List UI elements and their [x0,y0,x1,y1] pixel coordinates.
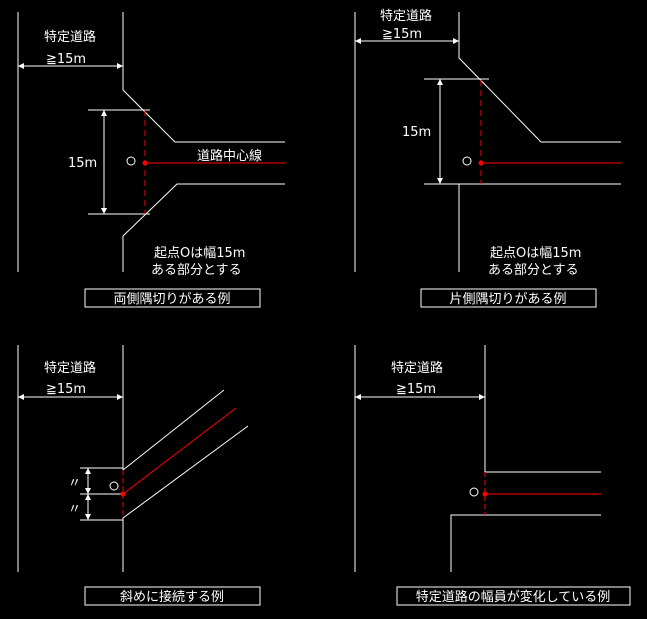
origin-marker [462,156,472,166]
dimension-label: 15m [402,125,431,140]
road-label: 特定道路 [380,8,432,24]
centerline-label: 道路中心線 [197,148,262,164]
width-label: ≧15m [382,27,422,42]
road-label: 特定道路 [391,360,443,376]
panel-varying-width: 特定道路 ≧15m 特定道路の幅員が変化している例 [354,345,631,606]
origin-marker [469,487,479,497]
caption: 斜めに接続する例 [120,589,224,605]
caption-box [84,586,261,606]
road-center-line [122,407,237,495]
road-outline [17,12,285,272]
caption-box [84,288,261,308]
road-label: 特定道路 [44,29,96,45]
road-label: 特定道路 [44,360,96,376]
origin-marker [109,481,119,491]
note-line-2: ある部分とする [151,263,242,278]
road-outline [354,12,621,272]
tick-mark-1: 〃 [68,476,81,491]
height-dimension [80,467,123,521]
note-line-2: ある部分とする [488,263,579,278]
tick-mark-2: 〃 [68,502,81,517]
dimension-label: 15m [68,156,97,171]
start-point [482,491,488,497]
origin-marker [126,156,136,166]
caption: 特定道路の幅員が変化している例 [416,589,611,605]
note-line-1: 起点Oは幅15m [154,246,245,261]
caption: 両側隅切りがある例 [113,292,230,307]
caption-box [420,288,597,308]
height-dimension [88,109,150,215]
panel-diagonal-connection: 〃 〃 特定道路 ≧15m 斜めに接続する例 [17,345,261,606]
width-label: ≧15m [46,52,86,67]
road-outline [354,345,601,572]
height-dimension [424,78,489,185]
width-label: ≧15m [46,382,86,397]
start-point [478,160,484,166]
road-outline [17,345,249,572]
width-label: ≧15m [396,382,436,397]
start-point [120,491,126,497]
panel-both-corner-cut: 特定道路 ≧15m 15m 道路中心線 起点Oは幅15m ある部分とする 両側隅… [17,12,285,308]
caption-box [396,586,631,606]
panel-one-corner-cut: 特定道路 ≧15m 15m 起点Oは幅15m ある部分とする 片側隅切りがある例 [354,8,621,308]
caption: 片側隅切りがある例 [449,292,566,307]
note-line-1: 起点Oは幅15m [490,246,581,261]
start-point [142,160,148,166]
